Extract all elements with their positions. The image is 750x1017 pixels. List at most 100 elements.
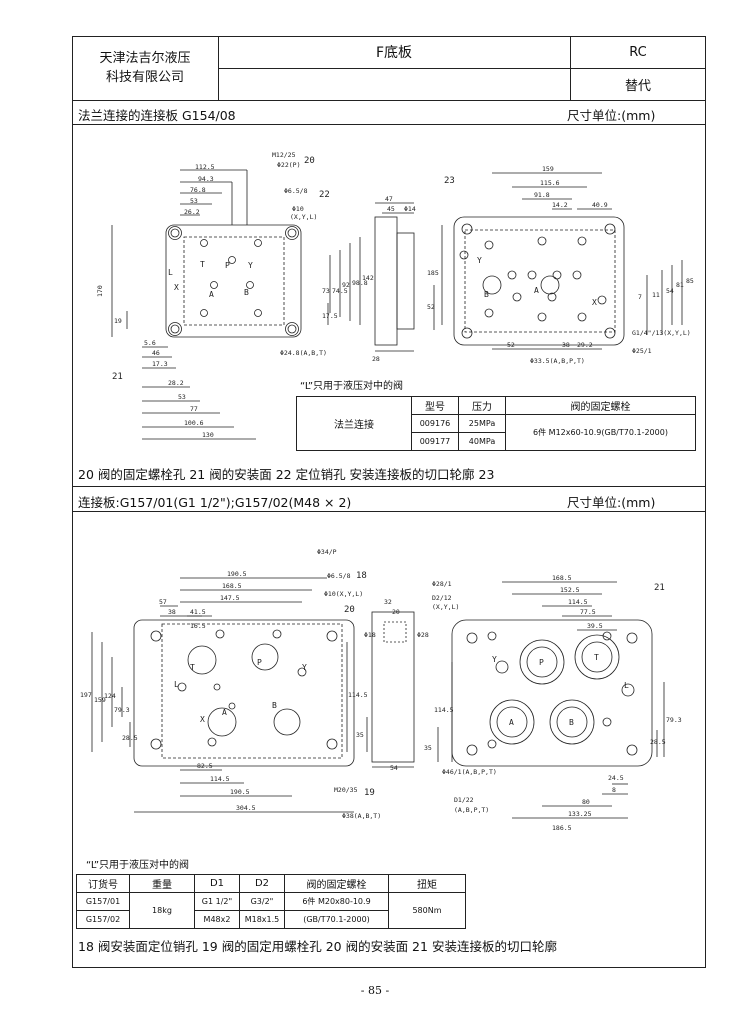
code: RC	[629, 44, 647, 60]
svg-text:185: 185	[427, 269, 439, 277]
svg-text:94.3: 94.3	[198, 175, 214, 183]
col-bolt: 阀的固定螺栓	[505, 396, 696, 415]
svg-text:X: X	[200, 715, 205, 724]
d2-2: M18x1.5	[239, 910, 285, 929]
svg-text:28: 28	[372, 355, 380, 363]
valve-face-outline	[453, 216, 625, 346]
torque-value: 580Nm	[388, 892, 466, 929]
col-d1: D1	[194, 874, 240, 893]
svg-text:38: 38	[562, 341, 570, 349]
svg-text:M12/25: M12/25	[272, 151, 296, 159]
svg-text:Φ46/1(A,B,P,T): Φ46/1(A,B,P,T)	[442, 768, 497, 776]
col-d2: D2	[239, 874, 285, 893]
svg-text:186.5: 186.5	[552, 824, 572, 832]
svg-text:L: L	[174, 680, 179, 689]
section1-table: 法兰连接 型号 压力 阀的固定螺栓 009176 25MPa 6件 M12x60…	[296, 396, 696, 451]
svg-text:168.5: 168.5	[222, 582, 242, 590]
svg-text:17.3: 17.3	[152, 360, 168, 368]
svg-text:Φ6.5/8: Φ6.5/8	[284, 187, 308, 195]
svg-text:114.5: 114.5	[568, 598, 588, 606]
svg-text:197: 197	[80, 691, 92, 699]
section1-title: 法兰连接的连接板 G154/08	[78, 108, 236, 123]
svg-text:21: 21	[654, 583, 665, 593]
svg-text:(X,Y,L): (X,Y,L)	[290, 213, 317, 221]
page-number: - 85 -	[360, 984, 390, 997]
model-2: 009177	[411, 432, 459, 451]
sheet-frame	[72, 36, 706, 968]
svg-text:Y: Y	[477, 256, 482, 265]
svg-text:20: 20	[392, 608, 400, 616]
svg-text:P: P	[257, 658, 262, 667]
svg-text:L: L	[624, 681, 629, 690]
col-model: 型号	[411, 396, 459, 415]
bolt-line1: 6件 M20x80-10.9	[284, 892, 389, 911]
svg-text:53: 53	[178, 393, 186, 401]
svg-text:B: B	[484, 290, 489, 299]
svg-text:54: 54	[666, 287, 674, 295]
svg-text:X: X	[174, 283, 179, 292]
svg-text:23: 23	[444, 176, 455, 186]
bolt-line2: (GB/T70.1-2000)	[284, 910, 389, 929]
svg-text:Φ22(P): Φ22(P)	[277, 161, 300, 169]
svg-text:170: 170	[96, 285, 104, 297]
company-line1: 天津法吉尔液压	[99, 51, 191, 66]
svg-text:91.8: 91.8	[534, 191, 550, 199]
svg-text:(A,B,P,T): (A,B,P,T)	[454, 806, 489, 814]
svg-text:32: 32	[384, 598, 392, 606]
svg-text:112.5: 112.5	[195, 163, 215, 171]
svg-text:98.8: 98.8	[352, 279, 368, 287]
svg-text:Φ14: Φ14	[404, 205, 416, 213]
replace-label: 替代	[624, 78, 651, 94]
plate-top-view	[133, 619, 355, 767]
d1-2: M48x2	[194, 910, 240, 929]
svg-text:20: 20	[344, 605, 355, 615]
svg-text:147.5: 147.5	[220, 594, 240, 602]
svg-text:A: A	[534, 286, 539, 295]
svg-text:Φ10(X,Y,L): Φ10(X,Y,L)	[324, 590, 363, 598]
svg-text:G1/4"/13(X,Y,L): G1/4"/13(X,Y,L)	[632, 329, 691, 337]
svg-text:100.6: 100.6	[184, 419, 204, 427]
order-2: G157/02	[76, 910, 130, 929]
svg-text:8: 8	[612, 786, 616, 794]
col-bolt: 阀的固定螺栓	[284, 874, 389, 893]
svg-text:38: 38	[168, 608, 176, 616]
valve-mount-face	[451, 619, 653, 767]
svg-text:57: 57	[159, 598, 167, 606]
d2-1: G3/2"	[239, 892, 285, 911]
section2-table: 订货号 重量 D1 D2 阀的固定螺栓 扭矩 G157/01 18kg G1 1…	[76, 874, 466, 929]
order-1: G157/01	[76, 892, 130, 911]
svg-text:21: 21	[112, 372, 123, 382]
svg-text:D2/12: D2/12	[432, 594, 452, 602]
svg-text:81: 81	[676, 281, 684, 289]
svg-text:Φ18: Φ18	[364, 631, 376, 639]
col-weight: 重量	[129, 874, 195, 893]
svg-text:124: 124	[104, 692, 116, 700]
svg-text:159: 159	[94, 696, 106, 704]
svg-text:85: 85	[686, 277, 694, 285]
svg-text:Φ28: Φ28	[417, 631, 429, 639]
svg-text:B: B	[244, 288, 249, 297]
section2-caption: 18 阀安装面定位销孔 19 阀的固定用螺栓孔 20 阀的安装面 21 安装连接…	[78, 939, 557, 954]
weight-value: 18kg	[129, 892, 195, 929]
svg-text:168.5: 168.5	[552, 574, 572, 582]
company-name: 天津法吉尔液压 科技有限公司	[72, 36, 218, 100]
svg-text:L: L	[168, 268, 173, 277]
plate-side-view	[371, 611, 415, 763]
svg-text:35: 35	[424, 744, 432, 752]
pressure-2: 40MPa	[458, 432, 506, 451]
svg-text:D1/22: D1/22	[454, 796, 474, 804]
svg-text:73: 73	[322, 287, 330, 295]
svg-text:Φ10: Φ10	[292, 205, 304, 213]
svg-text:54: 54	[390, 764, 398, 772]
svg-text:53: 53	[190, 197, 198, 205]
svg-text:Y: Y	[302, 663, 307, 672]
col-torque: 扭矩	[388, 874, 466, 893]
section2-title: 连接板:G157/01(G1 1/2");G157/02(M48 × 2)	[78, 495, 352, 510]
svg-text:14.2: 14.2	[552, 201, 568, 209]
flange-plate-outline	[165, 224, 302, 338]
svg-text:19: 19	[364, 788, 375, 798]
svg-text:A: A	[209, 290, 214, 299]
section1-note: “L”只用于液压对中的阀	[300, 381, 403, 392]
svg-text:142: 142	[362, 274, 374, 282]
